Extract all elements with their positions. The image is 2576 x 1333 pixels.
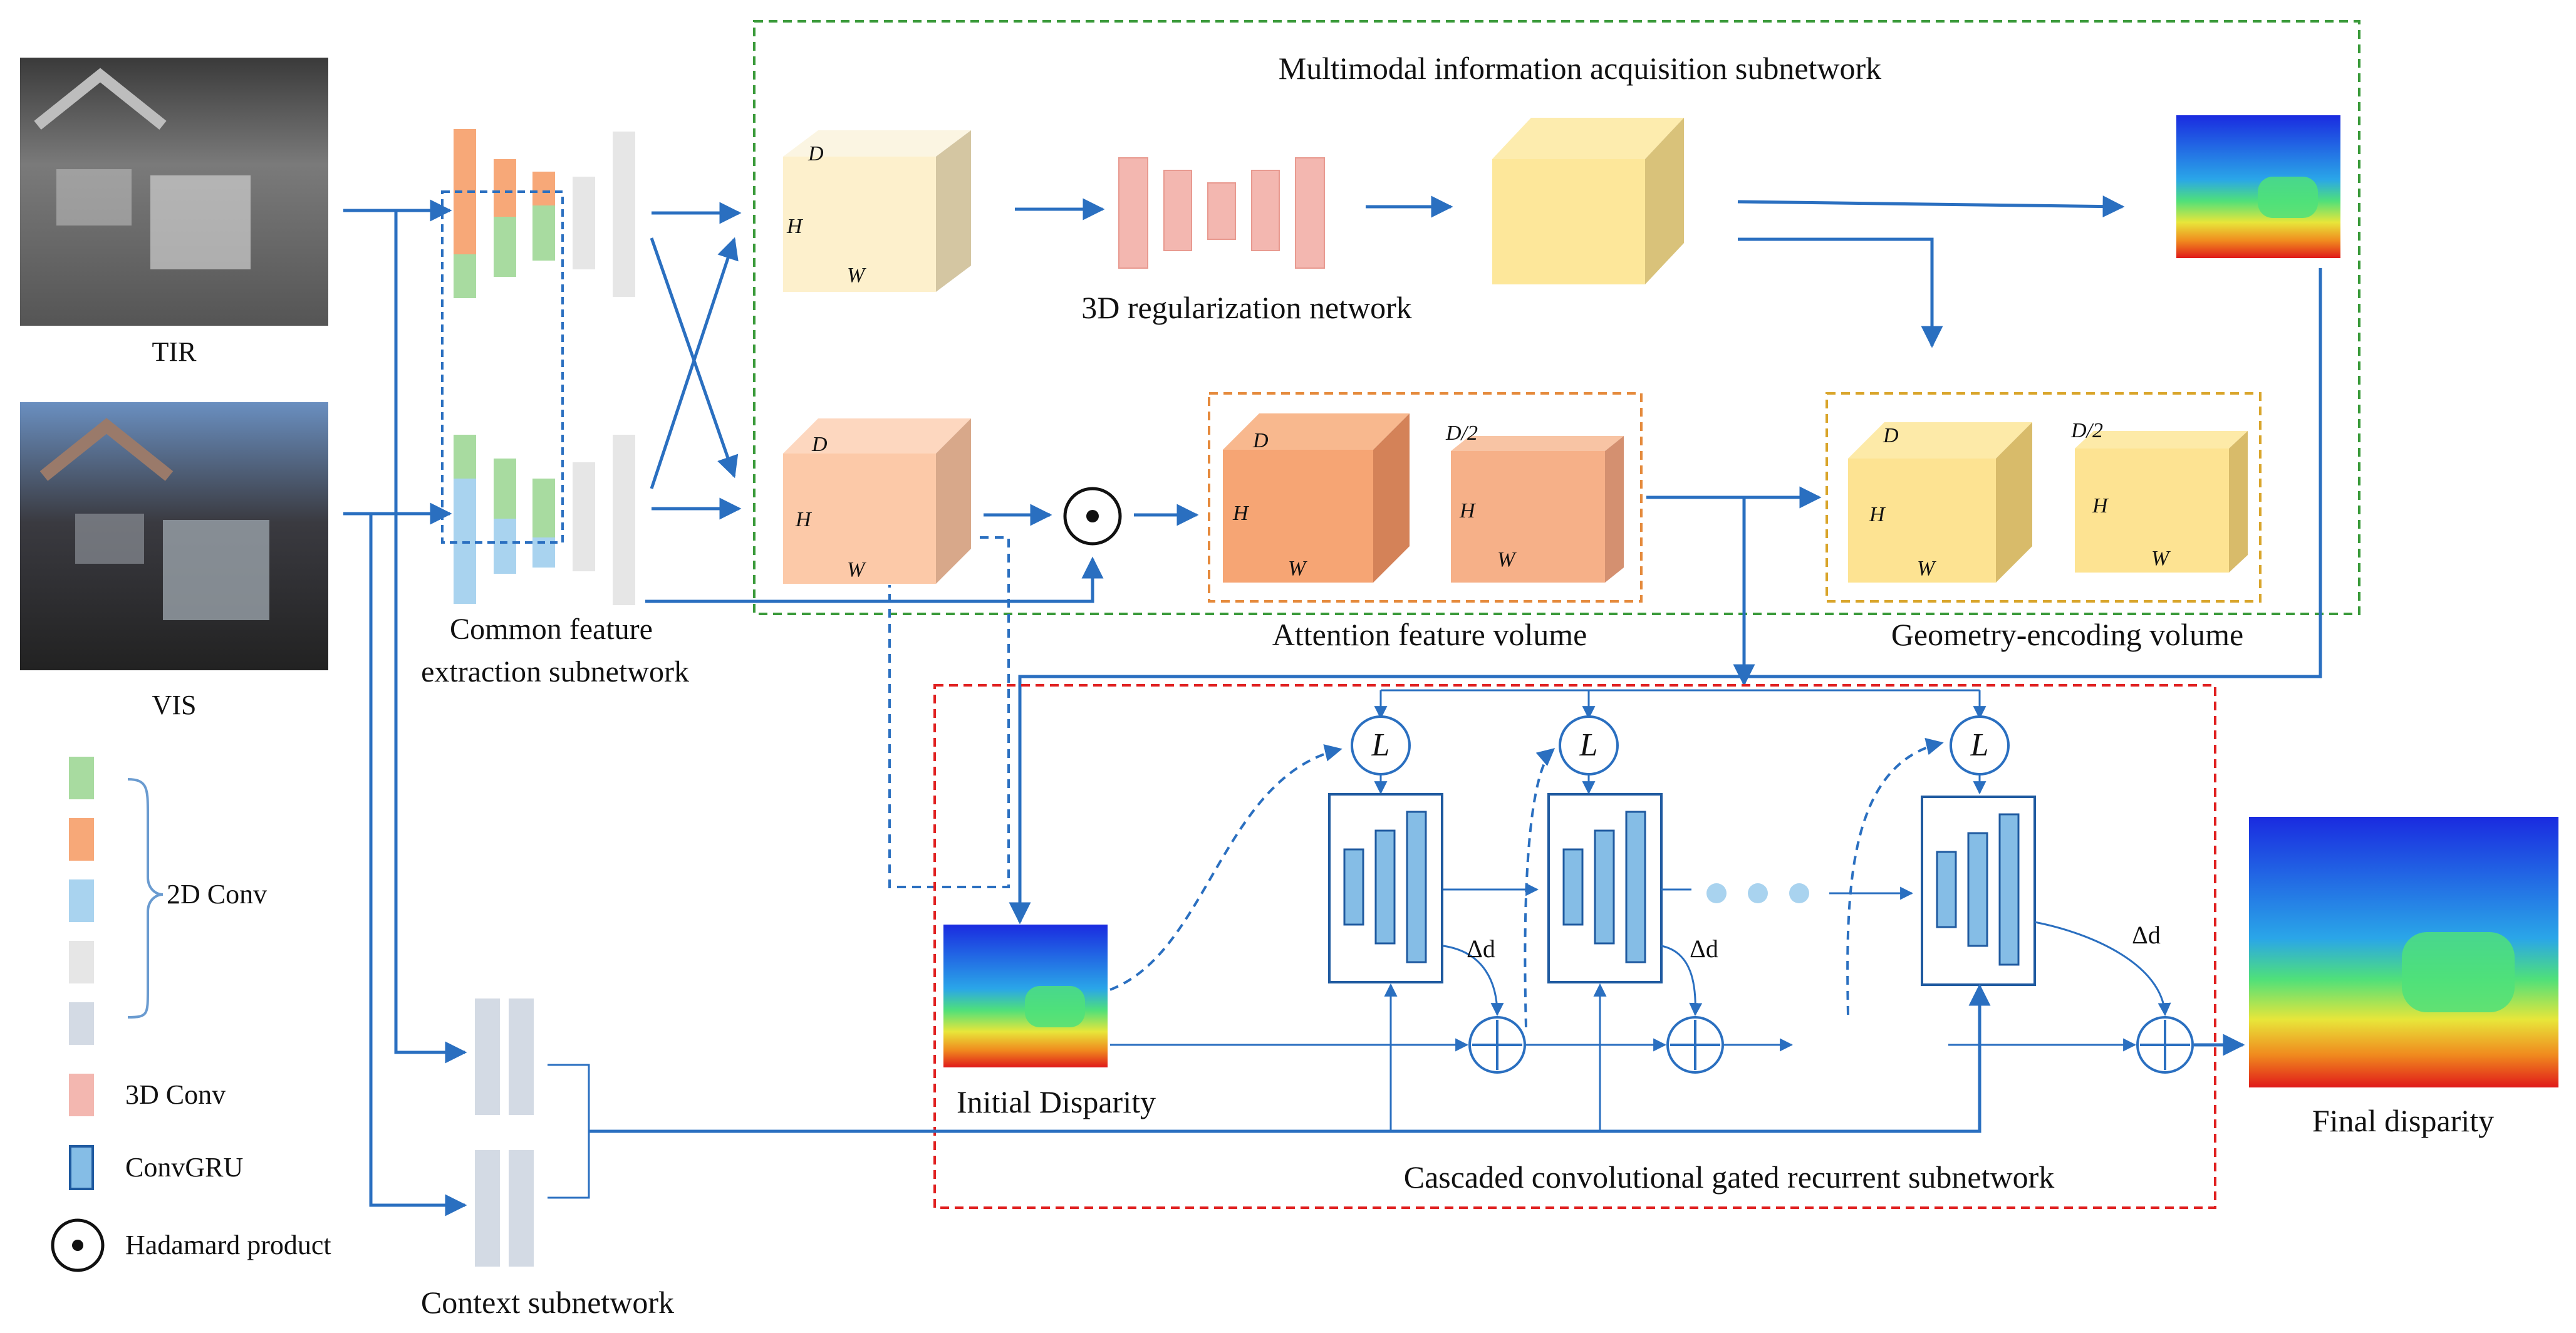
geometry-volume-label: Geometry-encoding volume [1891, 617, 2243, 652]
multimodal-box [753, 20, 2360, 615]
dim-w-label: W [1497, 548, 1517, 571]
final-disparity-label: Final disparity [2312, 1103, 2494, 1138]
dim-h-label: H [786, 215, 804, 238]
legend: 2D Conv 3D Conv ConvGRU Hadamard product [51, 757, 331, 1272]
cascaded-label: Cascaded convolutional gated recurrent s… [1404, 1159, 2055, 1195]
dim-d2-label: D/2 [2070, 419, 2103, 442]
legend-2d-conv-label: 2D Conv [167, 879, 267, 910]
attention-volume-half [1451, 436, 1624, 583]
delta-label-1: Δd [1467, 935, 1495, 963]
legend-swatch-gray [69, 941, 94, 983]
context-merge-bracket [548, 1064, 590, 1199]
geometry-volume-box [1826, 392, 2262, 603]
cross-arrow-down [650, 237, 739, 479]
legend-3d-conv-label: 3D Conv [125, 1079, 226, 1110]
dim-w-label: W [1917, 557, 1936, 580]
legend-swatch-convgru [69, 1145, 94, 1190]
hadamard-product-icon [1063, 487, 1122, 546]
add-operator [1468, 1016, 1526, 1074]
multimodal-label: Multimodal information acquisition subne… [1279, 51, 1881, 86]
dim-d-label: D [1883, 424, 1899, 447]
vis-to-context-arrow [369, 514, 467, 1216]
disparity-to-lookup-dashed [1109, 744, 1343, 991]
legend-swatch-pink [69, 1074, 94, 1116]
dim-w-label: W [847, 558, 866, 581]
convgru-block [1547, 793, 1663, 983]
dim-h-label: H [1232, 502, 1250, 525]
prev-to-lookup-dashed [1846, 737, 1944, 1015]
dim-h-label: H [1869, 503, 1886, 526]
attention-volume-full [1223, 413, 1410, 583]
legend-swatch-orange [69, 818, 94, 861]
tir-to-context-arrow [394, 210, 467, 1064]
dim-h-label: H [2092, 494, 2109, 517]
feature-to-hadamard-arrow [645, 556, 1104, 603]
reg-net-label: 3D regularization network [1081, 290, 1412, 325]
legend-swatch-blue [69, 879, 94, 922]
dim-h-label: H [1459, 499, 1477, 522]
dashed-skip-route [888, 536, 1010, 888]
dim-d-label: D [1252, 429, 1269, 452]
convgru-block [1921, 796, 2036, 986]
geometry-volume-full [1848, 422, 2032, 583]
common-subnetwork-label: Common feature extraction subnetwork [421, 613, 689, 688]
tir-feature-stack [454, 129, 635, 298]
concat-cost-volume [783, 130, 971, 292]
dim-w-label: W [1288, 557, 1307, 580]
cross-arrow-up [650, 237, 739, 489]
context-to-gru-arrow [589, 983, 1991, 1133]
disparity-to-initial-arrow [1009, 268, 2322, 925]
dim-w-label: W [847, 264, 866, 287]
vis-image [20, 402, 328, 670]
lookup-label: L [1970, 727, 1989, 763]
cascaded-box [933, 684, 2216, 1209]
initial-disparity-label: Initial Disparity [957, 1084, 1156, 1119]
vis-cost-volume [783, 418, 971, 584]
convgru-block [1328, 793, 1443, 983]
attention-volume-box [1208, 392, 1643, 603]
legend-swatch-slate [69, 1002, 94, 1045]
initial-disparity-map [943, 925, 1108, 1067]
context-subnetwork-label: Context subnetwork [421, 1285, 674, 1320]
geometry-volume-half [2075, 431, 2248, 573]
add-operator [2136, 1016, 2194, 1074]
volume-to-geometry-arrow [1738, 237, 1943, 348]
legend-brace [127, 778, 164, 1019]
regularized-volume [1492, 118, 1684, 284]
legend-hadamard-label: Hadamard product [125, 1230, 331, 1260]
attention-volume-label: Attention feature volume [1272, 617, 1587, 652]
dim-d-label: D [811, 433, 828, 456]
add-to-lookup-dashed [1524, 748, 1555, 1028]
add-operator [1666, 1016, 1724, 1074]
delta-label-n: Δd [2132, 921, 2161, 949]
iteration-ellipsis [1706, 883, 1809, 903]
volume-to-initial-arrow [1737, 195, 2125, 218]
lookup-label: L [1579, 727, 1598, 763]
dim-d-label: D [808, 142, 824, 165]
dim-d2-label: D/2 [1445, 422, 1478, 445]
regressed-disparity-map [2176, 115, 2340, 258]
tir-image [20, 58, 328, 326]
legend-swatch-green [69, 757, 94, 799]
dim-w-label: W [2151, 547, 2171, 570]
vis-feature-stack [454, 435, 635, 605]
delta-arrow-n [2034, 921, 2171, 1017]
lookup-label: L [1371, 727, 1390, 763]
shared-weights-box [441, 190, 564, 544]
vis-label: VIS [152, 690, 197, 720]
delta-arrow-2 [1661, 945, 1703, 1017]
delta-label-2: Δd [1690, 935, 1718, 963]
context-feature-stack [475, 998, 534, 1267]
dim-h-label: H [795, 508, 813, 531]
final-disparity-map [2249, 817, 2558, 1087]
tir-label: TIR [152, 336, 197, 367]
legend-convgru-label: ConvGRU [125, 1152, 243, 1183]
delta-arrow-1 [1443, 945, 1504, 1017]
regularization-network [1118, 157, 1325, 269]
